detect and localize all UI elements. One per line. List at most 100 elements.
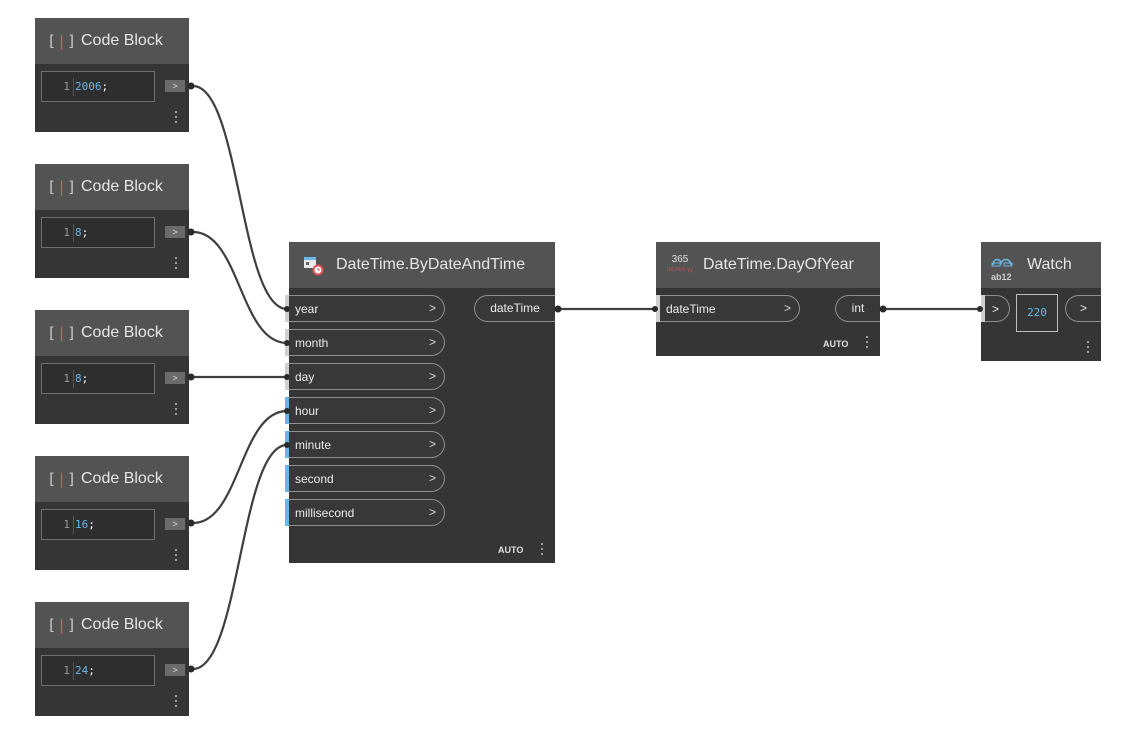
output-port[interactable]: > [1065,295,1101,322]
output-port[interactable]: > [165,518,185,530]
code-text[interactable]: 8; [75,226,88,239]
code-terminator: ; [81,372,89,385]
chevron-right-icon: > [428,335,436,349]
wire-minute[interactable] [192,443,288,671]
wire-month[interactable] [192,230,288,345]
node-title: Code Block [81,324,163,341]
node-menu-icon[interactable] [865,336,869,350]
output-port[interactable]: > [165,80,185,92]
output-port-datetime[interactable]: dateTime [474,295,555,322]
input-port-datetime[interactable]: dateTime > [656,295,800,322]
input-port-minute[interactable]: minute > [285,431,445,458]
code-block-node[interactable]: [|] Code Block 1 16; > [35,456,189,570]
wire-hour[interactable] [192,409,288,525]
chevron-right-icon: > [428,301,436,315]
node-header[interactable]: ab12 Watch [981,242,1101,288]
icon-sub: dd mm yy [666,267,693,273]
node-title: Code Block [81,616,163,633]
code-editor[interactable]: 1 16; [41,509,155,540]
node-title: DateTime.DayOfYear [703,256,854,273]
code-value: 16 [75,518,89,531]
port-connected-marker [285,329,289,356]
gutter-divider [73,662,74,680]
output-port[interactable]: > [165,664,185,676]
code-editor[interactable]: 1 2006; [41,71,155,102]
wire-year[interactable] [192,84,288,311]
node-title: Code Block [81,470,163,487]
code-block-icon: [|] [47,32,78,50]
calendar-365-icon: 365 dd mm yy [664,254,696,278]
port-label: dateTime [666,302,716,316]
code-block-icon: [|] [47,324,78,342]
port-label: second [295,472,334,486]
icon-number: 365 [671,254,689,265]
code-text[interactable]: 16; [75,518,95,531]
node-header[interactable]: DateTime.ByDateAndTime [289,242,555,288]
code-block-icon: [|] [47,616,78,634]
datetime-day-of-year-node[interactable]: 365 dd mm yy DateTime.DayOfYear dateTime… [656,242,880,356]
code-value: 8 [75,226,82,239]
node-header[interactable]: [|] Code Block [35,602,189,648]
node-menu-icon[interactable] [540,543,544,557]
code-text[interactable]: 2006; [75,80,108,93]
chevron-right-icon: > [428,505,436,519]
code-terminator: ; [81,226,89,239]
lacing-label[interactable]: AUTO [498,545,524,555]
node-menu-icon[interactable] [174,257,178,271]
port-default-marker [285,499,289,526]
node-menu-icon[interactable] [174,695,178,709]
code-block-icon: [|] [47,178,78,196]
gutter-divider [73,224,74,242]
chevron-right-icon: > [428,437,436,451]
output-port[interactable]: > [165,372,185,384]
port-label: day [295,370,315,384]
code-terminator: ; [101,80,109,93]
port-label: year [295,302,319,316]
code-text[interactable]: 24; [75,664,95,677]
chevron-right-icon: > [783,301,791,315]
code-value: 24 [75,664,89,677]
node-menu-icon[interactable] [174,403,178,417]
input-port-second[interactable]: second > [285,465,445,492]
port-default-marker [285,431,289,458]
node-title: Code Block [81,32,163,49]
node-title: Code Block [81,178,163,195]
input-port-hour[interactable]: hour > [285,397,445,424]
port-default-marker [285,465,289,492]
code-block-node[interactable]: [|] Code Block 1 24; > [35,602,189,716]
node-header[interactable]: 365 dd mm yy DateTime.DayOfYear [656,242,880,288]
node-title: DateTime.ByDateAndTime [336,256,526,273]
gutter-divider [73,78,74,96]
node-header[interactable]: [|] Code Block [35,18,189,64]
node-header[interactable]: [|] Code Block [35,164,189,210]
watch-node[interactable]: ab12 Watch > 220 > [981,242,1101,361]
code-editor[interactable]: 1 24; [41,655,155,686]
code-block-node[interactable]: [|] Code Block 1 8; > [35,310,189,424]
lacing-label[interactable]: AUTO [823,339,849,349]
output-port-int[interactable]: int [835,295,880,322]
code-text[interactable]: 8; [75,372,88,385]
line-number: 1 [63,518,70,531]
code-editor[interactable]: 1 8; [41,363,155,394]
glasses-shape [991,258,1013,267]
input-port-millisecond[interactable]: millisecond > [285,499,445,526]
code-block-node[interactable]: [|] Code Block 1 2006; > [35,18,189,132]
code-block-node[interactable]: [|] Code Block 1 8; > [35,164,189,278]
line-number: 1 [63,226,70,239]
input-port[interactable]: > [981,295,1010,322]
input-port-day[interactable]: day > [285,363,445,390]
input-port-year[interactable]: year > [285,295,445,322]
node-header[interactable]: [|] Code Block [35,456,189,502]
port-label: millisecond [295,506,355,520]
datetime-by-date-and-time-node[interactable]: DateTime.ByDateAndTime year > month > da… [285,242,555,563]
node-menu-icon[interactable] [174,549,178,563]
output-port[interactable]: > [165,226,185,238]
node-menu-icon[interactable] [1086,341,1090,355]
input-port-month[interactable]: month > [285,329,445,356]
port-connected-marker [285,363,289,390]
code-editor[interactable]: 1 8; [41,217,155,248]
gutter-divider [73,516,74,534]
node-header[interactable]: [|] Code Block [35,310,189,356]
node-menu-icon[interactable] [174,111,178,125]
code-terminator: ; [88,518,95,531]
